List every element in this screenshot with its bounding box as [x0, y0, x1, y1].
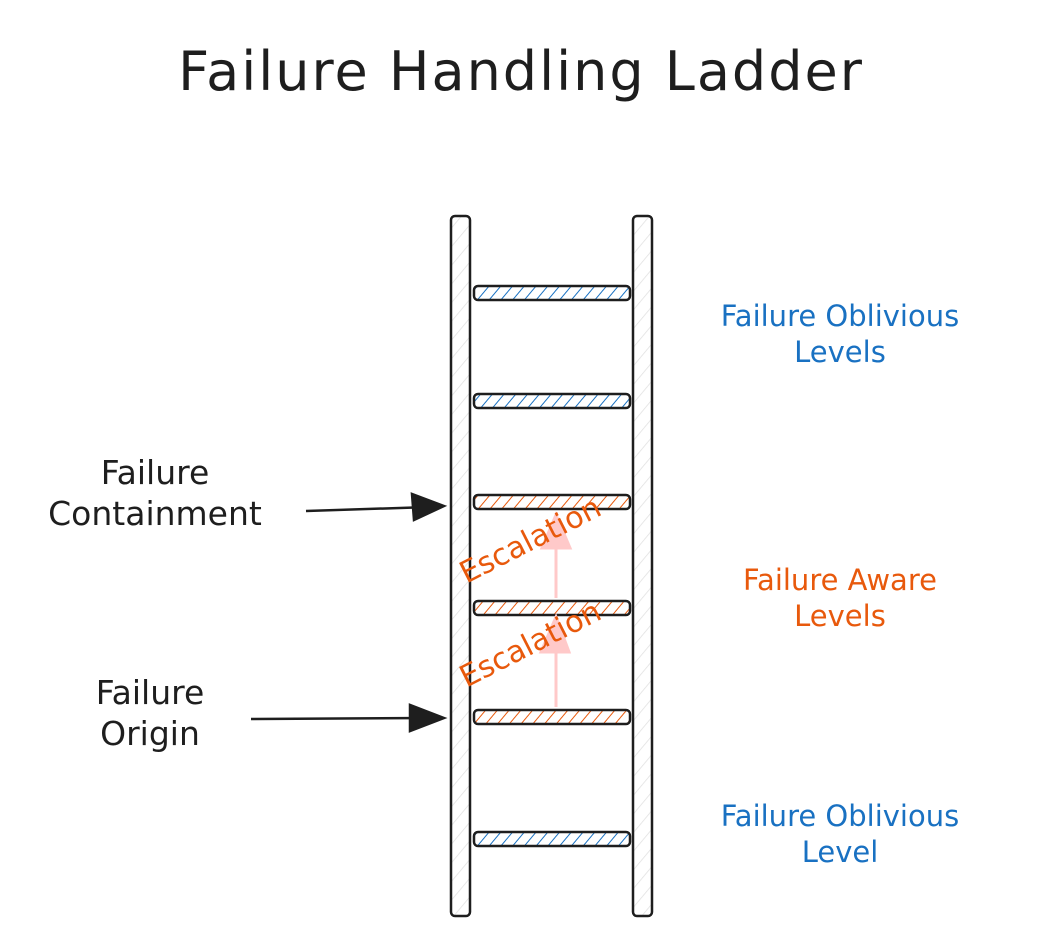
label-line: Failure Oblivious [720, 299, 960, 333]
ladder-left-rail [449, 214, 472, 918]
containment-arrow [305, 492, 448, 522]
rung-orange-1 [472, 493, 632, 511]
failure-containment-label: Failure Containment [10, 452, 300, 535]
rung-blue-2 [472, 392, 632, 410]
label-line: Origin [100, 714, 200, 754]
failure-aware-levels-label: Failure Aware Levels [690, 562, 990, 635]
rung-orange-3 [472, 708, 632, 726]
label-line: Failure Aware [743, 563, 937, 597]
label-line: Failure [95, 673, 205, 712]
failure-oblivious-levels-top-label: Failure Oblivious Levels [680, 298, 1000, 371]
label-line: Levels [794, 599, 886, 634]
escalation-arrow-lower [538, 612, 572, 707]
label-line: Level [801, 835, 879, 870]
diagram-title: Failure Handling Ladder [178, 40, 864, 103]
rung-orange-2 [472, 599, 632, 617]
ladder-right-rail [631, 214, 654, 918]
rung-blue-3 [472, 830, 632, 848]
label-line: Failure Oblivious [720, 799, 960, 833]
failure-origin-label: Failure Origin [30, 672, 270, 755]
label-line: Failure [100, 453, 210, 492]
origin-arrow [250, 703, 448, 733]
rung-blue-1 [472, 284, 632, 302]
escalation-arrow-upper [539, 511, 573, 598]
failure-oblivious-level-bottom-label: Failure Oblivious Level [680, 798, 1000, 871]
label-line: Levels [794, 335, 886, 370]
label-line: Containment [48, 494, 262, 534]
